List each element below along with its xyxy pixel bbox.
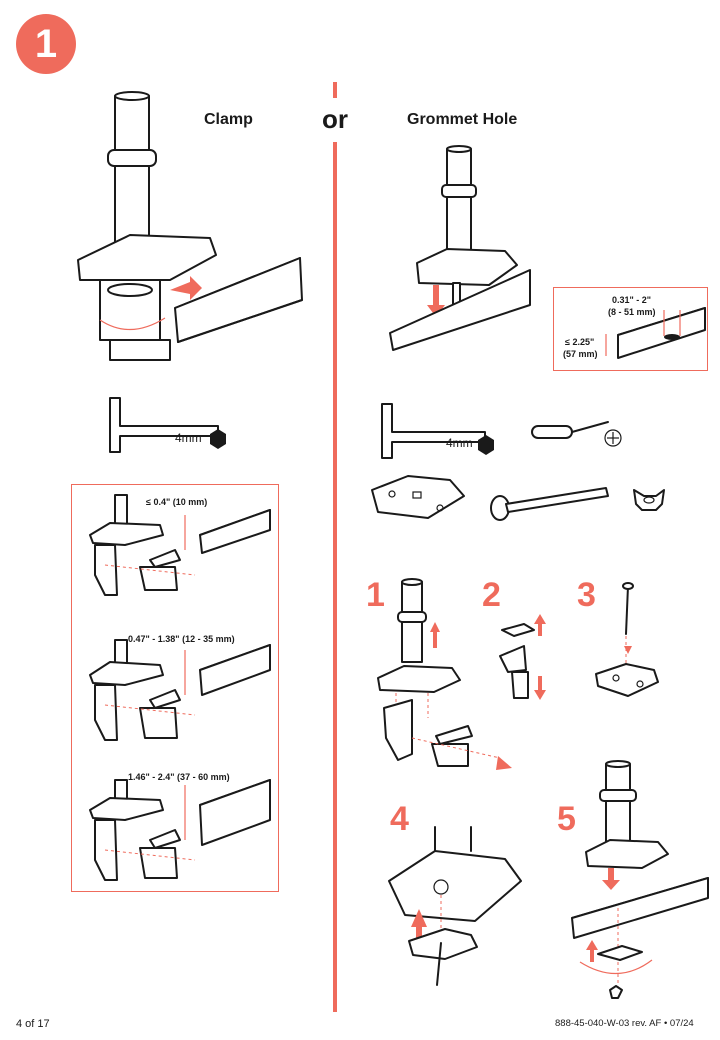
wing-nut-icon xyxy=(633,489,665,511)
clamp-range-1: ≤ 0.4" (10 mm) xyxy=(146,497,208,507)
divider xyxy=(333,142,337,1012)
clamp-range-2-illustration xyxy=(89,639,271,741)
grommet-key-label: 4mm xyxy=(446,436,473,450)
clamp-heading: Clamp xyxy=(204,111,253,128)
hole-diameter-mm-label: (8 - 51 mm) xyxy=(608,307,656,317)
clamp-range-3-illustration xyxy=(89,779,271,881)
thickness-label: ≤ 2.25" xyxy=(565,337,595,347)
step-number-4: 4 xyxy=(390,800,409,838)
grommet-spec-illustration xyxy=(605,307,706,359)
clamp-range-2: 0.47" - 1.38" (12 - 35 mm) xyxy=(128,634,235,644)
divider-top xyxy=(333,82,337,98)
step-number-2: 2 xyxy=(482,576,501,614)
bolt-icon xyxy=(490,487,609,521)
clamp-mount-illustration xyxy=(77,91,303,361)
step-4-illustration xyxy=(388,826,522,986)
step-3-illustration xyxy=(595,582,659,697)
screwdriver-icon xyxy=(531,421,622,447)
grommet-plate-icon xyxy=(371,475,465,519)
step-badge: 1 xyxy=(16,14,76,74)
clamp-range-1-illustration xyxy=(89,494,271,596)
hex-key-icon xyxy=(381,403,494,459)
step-1-illustration xyxy=(377,578,512,770)
clamp-key-label: 4mm xyxy=(175,431,202,445)
hole-diameter-label: 0.31" - 2" xyxy=(612,295,652,305)
thickness-mm-label: (57 mm) xyxy=(563,349,598,359)
step-2-illustration xyxy=(499,614,546,700)
or-separator: or xyxy=(322,104,348,134)
step-5-illustration xyxy=(571,760,709,999)
clamp-range-3: 1.46" - 2.4" (37 - 60 mm) xyxy=(128,772,230,782)
step-number-3: 3 xyxy=(577,576,596,614)
page-number: 4 of 17 xyxy=(16,1018,50,1030)
step-number-5: 5 xyxy=(557,800,576,838)
document-id: 888-45-040-W-03 rev. AF • 07/24 xyxy=(555,1018,694,1029)
step-number-1: 1 xyxy=(366,576,385,614)
grommet-heading: Grommet Hole xyxy=(407,111,518,128)
grommet-mount-illustration xyxy=(389,145,531,351)
hex-key-icon xyxy=(109,397,226,453)
